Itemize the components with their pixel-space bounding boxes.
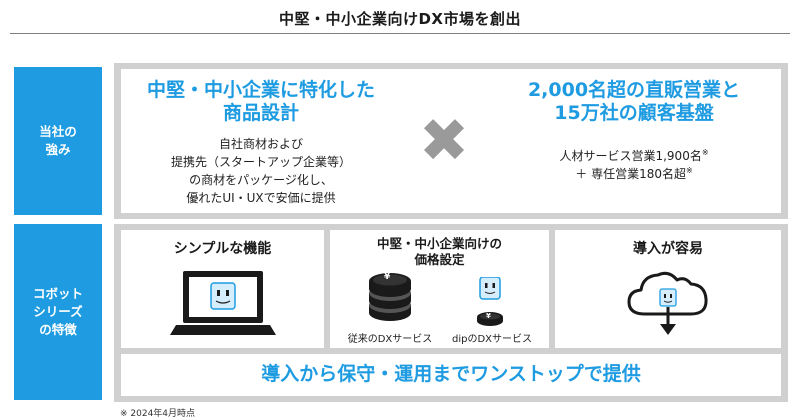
page-title: 中堅・中小企業向けDX市場を創出 xyxy=(278,10,522,28)
body-line: 優れたUI・UXで安価に提供 xyxy=(186,191,336,206)
headline-line: 2,000名超の直販営業と xyxy=(527,79,741,101)
body-line: 人材サービス営業1,900名※ xyxy=(559,147,708,165)
coin-stack-icon xyxy=(369,272,411,321)
title-line: 中堅・中小企業向けの xyxy=(376,236,502,251)
headline-line: 商品設計 xyxy=(222,102,299,125)
headline-line: 15万社の顧客基盤 xyxy=(554,102,714,125)
features-label: コボット シリーズ の特徴 xyxy=(14,224,102,400)
multiply-icon: ✖ xyxy=(418,106,470,176)
feature-card-title: 中堅・中小企業向けの 価格設定 xyxy=(377,236,502,269)
strengths-label-line: 当社の xyxy=(39,123,77,139)
one-stop-banner-text: 導入から保守・運用までワンストップで提供 xyxy=(261,363,641,386)
body-line: 提携先（スタートアップ企業等） xyxy=(170,155,351,170)
title-line: 価格設定 xyxy=(414,252,465,268)
strength-product-design-body: 自社商材および 提携先（スタートアップ企業等） の商材をパッケージ化し、 優れた… xyxy=(171,135,351,207)
strength-product-design-headline: 中堅・中小企業に特化した 商品設計 xyxy=(147,79,375,125)
features-label-line: の特徴 xyxy=(39,322,77,338)
feature-card-pricing: 中堅・中小企業向けの 価格設定 ¥ ¥ 従来のDXサービス xyxy=(330,230,549,348)
caption-conventional: 従来のDXサービス xyxy=(347,334,433,345)
sales-staff-count: 人材サービス営業1,900名 xyxy=(559,149,702,164)
feature-card-title: シンプルな機能 xyxy=(173,241,272,257)
title-divider xyxy=(10,33,790,34)
note-mark: ※ xyxy=(686,166,693,176)
strength-sales-network: 2,000名超の直販営業と 15万社の顧客基盤 人材サービス営業1,900名※ … xyxy=(487,69,781,213)
strength-sales-network-headline: 2,000名超の直販営業と 15万社の顧客基盤 xyxy=(528,79,740,125)
body-line: の商材をパッケージ化し、 xyxy=(189,173,333,188)
body-line: 自社商材および xyxy=(218,137,303,152)
cloud-download-icon xyxy=(627,272,708,336)
one-stop-banner: 導入から保守・運用までワンストップで提供 xyxy=(121,354,781,396)
strengths-label-line: 強み xyxy=(45,142,71,157)
strength-sales-network-body: 人材サービス営業1,900名※ ＋ 専任営業180名超※ xyxy=(559,147,708,183)
dedicated-sales-count: ＋ 専任営業180名超 xyxy=(575,167,687,182)
laptop-icon xyxy=(169,271,276,336)
feature-card-easy: 導入が容易 xyxy=(555,230,781,348)
body-line: ＋ 専任営業180名超※ xyxy=(559,165,708,183)
times-area: ✖ xyxy=(401,69,487,213)
footnote: ※ 2024年4月時点 xyxy=(120,409,196,419)
yen-mark: ¥ xyxy=(486,311,491,320)
robot-coin-icon xyxy=(477,276,503,326)
caption-dip: dipのDXサービス xyxy=(451,334,533,345)
feature-card-title: 導入が容易 xyxy=(633,241,703,257)
feature-card-simple: シンプルな機能 xyxy=(121,230,324,348)
features-label-line: コボット xyxy=(32,285,83,301)
headline-line: 中堅・中小企業に特化した xyxy=(146,79,375,101)
note-mark: ※ xyxy=(701,148,709,158)
features-label-line: シリーズ xyxy=(33,303,83,319)
strengths-label: 当社の 強み xyxy=(14,67,102,215)
yen-mark: ¥ xyxy=(384,271,391,282)
pricing-illustration: ¥ ¥ xyxy=(330,269,549,339)
strength-product-design: 中堅・中小企業に特化した 商品設計 自社商材および 提携先（スタートアップ企業等… xyxy=(121,69,401,213)
